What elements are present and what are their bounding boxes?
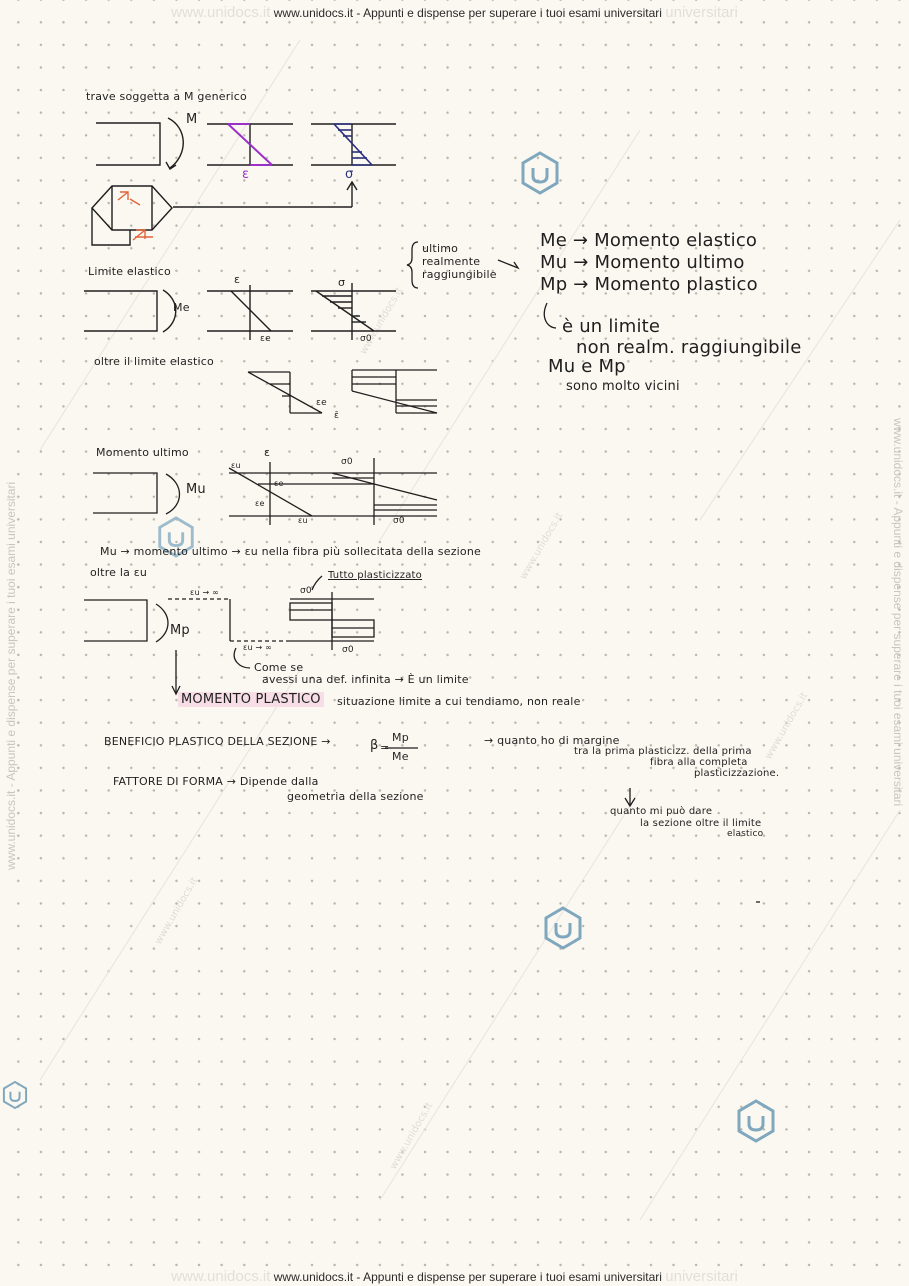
- section5-drawing: [84, 575, 375, 696]
- section2-title: Limite elastico: [88, 265, 171, 278]
- label-epsilon-inf-top: εu → ∞: [190, 588, 220, 597]
- section3-title: oltre il limite elastico: [94, 355, 214, 368]
- label-epsilon-e-2: εe: [316, 398, 327, 408]
- label-Mp: Mp: [170, 623, 190, 638]
- unidocs-logo-icon: [544, 906, 582, 950]
- beta-symbol: β: [370, 738, 379, 753]
- fattore-di-forma: FATTORE DI FORMA → Dipende dalla: [113, 775, 319, 788]
- label-epsilon-e-3: εe: [274, 479, 284, 488]
- brace-line-3: raggiungibile: [422, 268, 497, 281]
- brace-notes: ultimo realmente raggiungibile: [422, 242, 497, 281]
- ghost-right-bottom: universitari: [665, 1268, 738, 1285]
- def-Me: Me → Momento elastico: [540, 230, 758, 251]
- label-sigma-0: σ0: [360, 334, 372, 344]
- brace-line-2: realmente: [422, 255, 481, 268]
- watermark-diagonals: [39, 39, 901, 1221]
- margine-line-2: tra la prima plasticizz. della prima: [574, 746, 752, 757]
- label-epsilon-3: ε: [264, 446, 271, 459]
- label-sigma-0-left: σ0: [300, 586, 312, 596]
- top-watermark[interactable]: www.unidocs.it www.unidocs.it - Appunti …: [0, 4, 909, 21]
- quanto-line-1: quanto mi può dare: [610, 806, 713, 817]
- limit-note-3: Mu e Mp: [548, 356, 626, 377]
- section1-title: trave soggetta a M generico: [86, 90, 247, 103]
- section2-drawing: [84, 283, 396, 340]
- mu-definition-line: Mu → momento ultimo → εu nella fibra più…: [100, 545, 481, 558]
- label-Me: Me: [173, 301, 190, 314]
- label-epsilon-bar: ε̄: [334, 411, 340, 421]
- right-notes-drawing: [385, 241, 760, 903]
- limit-note-2: non realm. raggiungibile: [576, 337, 802, 358]
- unidocs-logo-icon: [158, 516, 194, 558]
- label-epsilon-u-top: εu: [231, 461, 241, 470]
- strain-line-purple: [227, 123, 273, 166]
- brace-line-1: ultimo: [422, 242, 459, 255]
- margine-line-1: → quanto ho di margine: [484, 734, 620, 747]
- diag-wm-2: www.unidocs.it: [358, 286, 405, 357]
- unidocs-logo-icon: [521, 151, 559, 195]
- ghost-left-bottom: www.unidocs.it: [171, 1268, 271, 1285]
- top-watermark-text[interactable]: www.unidocs.it - Appunti e dispense per …: [273, 6, 662, 20]
- fattore-di-forma-2: geometria della sezione: [287, 790, 424, 803]
- limit-note-4: sono molto vicini: [566, 379, 680, 394]
- stress-diagram-navy: [333, 123, 373, 166]
- moment-definitions: Me → Momento elastico Mu → Momento ultim…: [540, 230, 758, 296]
- label-epsilon-e: εe: [260, 334, 271, 344]
- bottom-watermark[interactable]: www.unidocs.it www.unidocs.it - Appunti …: [0, 1268, 909, 1285]
- label-sigma-0-top: σ0: [341, 457, 353, 467]
- ghost-right-top: universitari: [665, 4, 738, 21]
- beta-numerator: Mp: [392, 731, 409, 744]
- limit-note-1: è un limite: [562, 316, 661, 337]
- element-arrows-orange: [117, 191, 153, 241]
- margine-line-4: plasticizzazione.: [694, 768, 780, 779]
- unidocs-logo-icon: [737, 1099, 775, 1143]
- beta-equals: =: [380, 741, 390, 754]
- section4-title: Momento ultimo: [96, 446, 189, 459]
- momento-plastico-highlight: MOMENTO PLASTICO: [178, 692, 324, 707]
- label-M: M: [186, 112, 198, 127]
- come-se-continued: avessi una def. infinita → È un limite: [262, 673, 469, 686]
- label-epsilon-u-bottom: εu: [298, 516, 308, 525]
- label-epsilon-e-4: εe: [255, 499, 265, 508]
- def-Mp: Mp → Momento plastico: [540, 274, 758, 295]
- label-tutto-plasticizzato: Tutto plasticizzato: [328, 570, 422, 581]
- unidocs-logo-icon: [2, 1080, 28, 1110]
- beneficio-plastico: BENEFICIO PLASTICO DELLA SEZIONE →: [104, 735, 331, 748]
- label-sigma-0-bottom: σ0: [393, 516, 405, 526]
- margine-line-3: fibra alla completa: [650, 757, 748, 768]
- section3-drawing: [247, 369, 438, 414]
- section5-title: oltre la εu: [90, 566, 148, 579]
- quanto-line-3: elastico: [727, 829, 764, 839]
- label-epsilon-inf-bottom: εu → ∞: [243, 643, 273, 652]
- label-Mu: Mu: [186, 482, 206, 497]
- def-Mu: Mu → Momento ultimo: [540, 252, 745, 273]
- label-sigma-0-right: σ0: [342, 645, 354, 655]
- section4-drawing: [93, 458, 438, 525]
- diag-wm-5: www.unidocs.it: [388, 1101, 435, 1172]
- diag-wm-4: www.unidocs.it: [763, 691, 810, 762]
- quanto-line-2: la sezione oltre il limite: [640, 818, 762, 829]
- bottom-watermark-text[interactable]: www.unidocs.it - Appunti e dispense per …: [273, 1270, 662, 1284]
- label-sigma: σ: [345, 167, 354, 182]
- label-sigma-2: σ: [338, 276, 346, 289]
- ghost-left-top: www.unidocs.it: [171, 4, 271, 21]
- label-epsilon-2: ε: [234, 273, 241, 286]
- situazione-limite: situazione limite a cui tendiamo, non re…: [337, 695, 581, 708]
- diag-wm-3: www.unidocs.it: [518, 511, 565, 582]
- beta-denominator: Me: [392, 750, 409, 763]
- label-epsilon: ε: [242, 167, 250, 182]
- come-se: Come se: [254, 661, 304, 674]
- diag-wm-1: www.unidocs.it: [153, 876, 200, 947]
- momento-plastico-label: MOMENTO PLASTICO: [178, 692, 324, 707]
